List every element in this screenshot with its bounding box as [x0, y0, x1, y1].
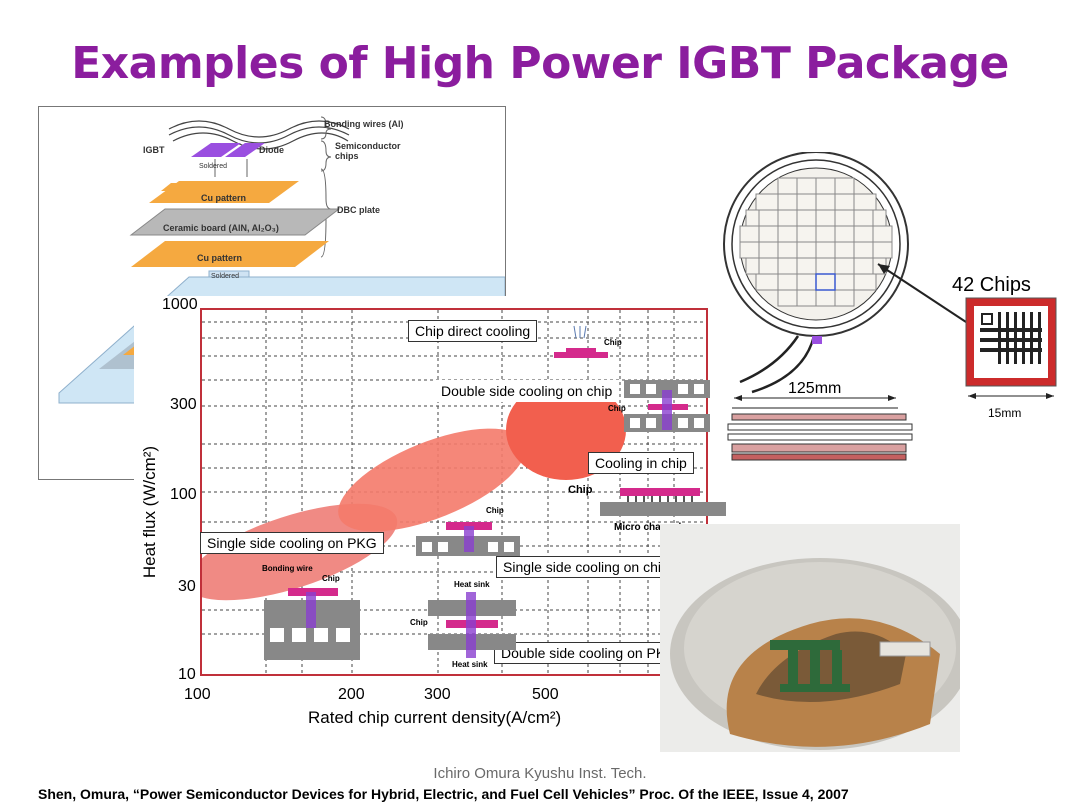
small-bonding-wire: Bonding wire — [262, 564, 313, 573]
diameter-label: 125mm — [788, 380, 842, 397]
label-soldered: Soldered — [199, 163, 228, 170]
x-axis-label: Rated chip current density(A/cm²) — [308, 708, 562, 727]
footer-credit: Ichiro Omura Kyushu Inst. Tech. — [433, 765, 647, 782]
diode-chip — [225, 143, 265, 157]
x-tick-300: 300 — [424, 686, 451, 703]
label-chip-direct-cooling: Chip direct cooling — [408, 320, 538, 342]
label-dbc-plate: DBC plate — [337, 205, 381, 215]
slide-title: Examples of High Power IGBT Package — [71, 38, 1009, 89]
label-cu-pattern-bottom: Cu pattern — [197, 253, 242, 263]
ceramic-board — [129, 208, 341, 236]
label-semiconductor-chips: Semiconductor chips — [335, 141, 401, 161]
bonding-wires — [168, 120, 350, 150]
label-ceramic: Ceramic board (AlN, Al₂O₃) — [163, 223, 279, 233]
label-double-side-chip: Double side cooling on chip — [434, 380, 620, 402]
cu-pattern-bottom — [131, 241, 329, 267]
y-tick-1000: 1000 — [162, 296, 198, 313]
diagram-double-chip — [624, 380, 710, 432]
x-tick-200: 200 — [338, 686, 365, 703]
y-tick-10: 10 — [178, 666, 196, 683]
diagram-single-pkg — [264, 588, 360, 660]
label-double-side-pkg: Double side cooling on PKG — [494, 642, 684, 664]
label-igbt: IGBT — [143, 145, 165, 155]
cu-pattern-top — [149, 181, 299, 203]
small-chip-1: Chip — [604, 338, 622, 347]
brackets — [320, 116, 332, 258]
small-micro-channel: Micro channel — [614, 522, 682, 533]
y-tick-300: 300 — [170, 396, 197, 413]
side-profile — [727, 407, 913, 461]
diagram-chip-direct — [554, 325, 608, 358]
citation: Shen, Omura, “Power Semiconductor Device… — [38, 786, 849, 802]
small-chip-3: Chip — [568, 484, 593, 496]
label-cooling-in-chip: Cooling in chip — [588, 452, 694, 474]
label-diode: Diode — [259, 145, 285, 155]
label-cu-pattern-top: Cu pattern — [201, 193, 246, 203]
y-axis-label: Heat flux (W/cm²) — [140, 445, 159, 579]
small-heat-sink-top: Heat sink — [454, 580, 490, 589]
x-tick-500: 500 — [532, 686, 559, 703]
label-soldered-2: Soldered — [211, 273, 240, 280]
x-tick-100: 100 — [184, 686, 211, 703]
y-tick-100: 100 — [170, 486, 197, 503]
label-bonding-wires: Bonding wires (Al) — [324, 119, 404, 129]
chip-size-label: 15mm — [988, 406, 1022, 420]
label-single-side-chip: Single side cooling on chip — [496, 556, 676, 578]
small-chip-2: Chip — [608, 404, 626, 413]
small-chip-6: Chip — [410, 618, 428, 627]
chips-count-label: 42 Chips — [952, 274, 1031, 296]
y-tick-30: 30 — [178, 578, 196, 595]
label-single-side-pkg: Single side cooling on PKG — [200, 532, 384, 554]
press-pack-photo-drawing — [660, 524, 970, 752]
igbt-chip — [191, 143, 241, 157]
small-heat-sink-bottom: Heat sink — [452, 660, 488, 669]
small-chip-5: Chip — [322, 574, 340, 583]
press-pack-diagram — [723, 152, 1057, 461]
diagram-double-pkg — [428, 592, 516, 658]
press-pack-photo — [660, 524, 970, 752]
diagram-single-chip — [416, 522, 520, 556]
diagram-cooling-in-chip — [600, 488, 726, 516]
small-chip-4: Chip — [486, 506, 504, 515]
region-double-pkg — [338, 428, 526, 532]
